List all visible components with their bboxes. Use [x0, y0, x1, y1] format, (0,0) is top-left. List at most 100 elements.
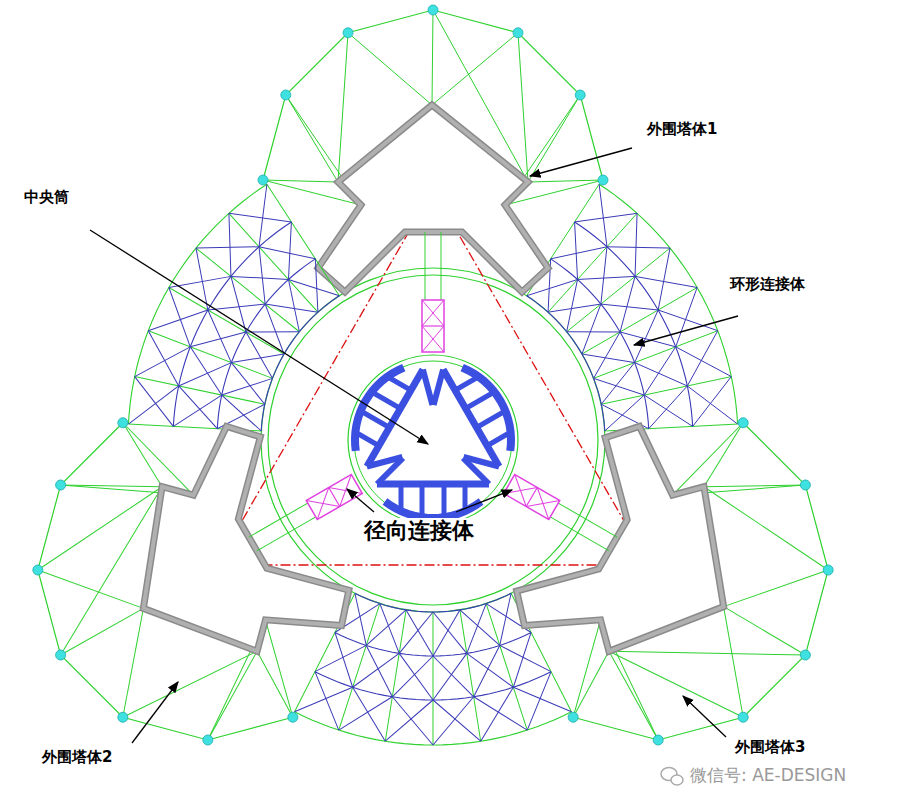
column-dot	[116, 416, 130, 430]
lattice-diagonal	[433, 691, 474, 750]
leader-arrow	[132, 682, 178, 743]
lattice-diagonal	[687, 331, 717, 386]
lattice-diagonal	[316, 632, 372, 687]
column-dot	[281, 90, 291, 100]
fan-spoke	[723, 607, 806, 655]
lattice-diagonal	[190, 345, 221, 396]
lattice-diagonal	[658, 248, 670, 310]
column-dot	[513, 28, 523, 38]
column-dot	[799, 478, 813, 492]
radial-truss	[306, 474, 362, 519]
lattice-diagonal	[387, 653, 444, 700]
core-wall	[464, 444, 500, 480]
lattice-diagonal	[460, 604, 493, 654]
lattice-diagonal	[295, 668, 353, 731]
lattice-diagonal	[426, 656, 482, 697]
lattice-diagonal	[351, 645, 409, 696]
lattice-radial	[548, 213, 637, 312]
radial-truss	[329, 474, 363, 506]
core-tube	[348, 355, 518, 525]
lattice-diagonal	[172, 395, 223, 426]
fan-spoke	[583, 651, 684, 740]
lattice-diagonal	[353, 642, 400, 699]
lattice-diagonal	[148, 300, 208, 341]
lattice-diagonal	[601, 363, 634, 405]
column-dot	[598, 175, 608, 185]
lattice-diagonal	[481, 687, 514, 742]
column-dot	[575, 90, 585, 100]
part-label: 外围塔体2	[40, 748, 114, 766]
leader-arrow	[683, 696, 726, 737]
lattice-diagonal	[676, 347, 732, 377]
lattice-diagonal	[296, 672, 358, 730]
lattice-diagonal	[582, 354, 635, 363]
lattice-diagonal	[179, 357, 232, 391]
lattice-radial	[344, 610, 447, 741]
fan-spoke	[724, 534, 829, 643]
lattice-diagonal	[339, 682, 393, 745]
corridor-wall	[249, 503, 308, 537]
column-dot	[736, 710, 750, 724]
lattice-diagonal	[135, 372, 174, 430]
fan-spoke	[704, 422, 743, 488]
fan-spoke	[123, 422, 162, 488]
column-dot	[566, 710, 580, 724]
core-wall	[367, 444, 403, 480]
lattice-diagonal	[607, 247, 670, 248]
part-label: 径向连接体	[362, 518, 476, 544]
fan-spoke	[432, 10, 433, 105]
lattice-arc	[527, 296, 605, 431]
lattice-radial	[601, 377, 731, 405]
lattice-radial	[148, 289, 272, 420]
lattice-diagonal	[385, 690, 433, 752]
lattice-diagonal	[567, 279, 578, 331]
tower-wall	[504, 414, 781, 707]
lattice-diagonal	[520, 672, 559, 730]
lattice-diagonal	[454, 610, 505, 646]
lattice-diagonal	[427, 700, 487, 741]
lattice-diagonal	[393, 610, 446, 656]
radial-truss	[504, 474, 538, 506]
lattice-radial	[229, 200, 318, 326]
fan-spoke	[81, 608, 186, 717]
lattice-diagonal	[644, 395, 692, 426]
lattice-radial	[375, 612, 490, 745]
lattice-diagonal	[147, 331, 180, 386]
lattice-diagonal	[594, 332, 620, 378]
corridor-wall	[441, 232, 442, 300]
reference-triangle	[216, 190, 649, 565]
lattice-diagonal	[265, 283, 318, 333]
lattice-diagonal	[601, 247, 607, 304]
radial-truss	[526, 487, 537, 506]
part-label: 环形连接体	[728, 275, 807, 293]
lattice-diagonal	[274, 279, 314, 331]
lattice-diagonal	[599, 184, 607, 247]
corridor-wall	[550, 517, 609, 551]
leader-arrow	[90, 230, 428, 444]
lattice-diagonal	[288, 262, 339, 314]
lattice-diagonal	[229, 188, 291, 246]
lattice-diagonal	[464, 653, 517, 687]
leader-arrow	[456, 490, 512, 512]
lattice-diagonal	[222, 369, 273, 405]
fan-spoke	[609, 643, 743, 726]
column-dot	[821, 563, 835, 577]
core-wall	[466, 393, 492, 408]
lattice-diagonal	[471, 645, 502, 696]
core-wall	[420, 484, 425, 514]
fan-spoke	[38, 534, 144, 645]
lattice-arc	[59, 184, 336, 424]
part-label: 外围塔体3	[733, 738, 807, 756]
lattice-diagonal	[687, 386, 737, 424]
core-wall	[353, 431, 379, 446]
lattice-diagonal	[551, 247, 607, 259]
lattice-diagonal	[578, 276, 636, 279]
core-wall	[487, 431, 513, 446]
column-dot	[201, 733, 215, 747]
lattice-diagonal	[594, 378, 645, 395]
radial-truss	[526, 487, 560, 519]
column-dot	[31, 563, 45, 577]
column-dot	[651, 733, 665, 747]
lattice-radial	[169, 254, 284, 387]
